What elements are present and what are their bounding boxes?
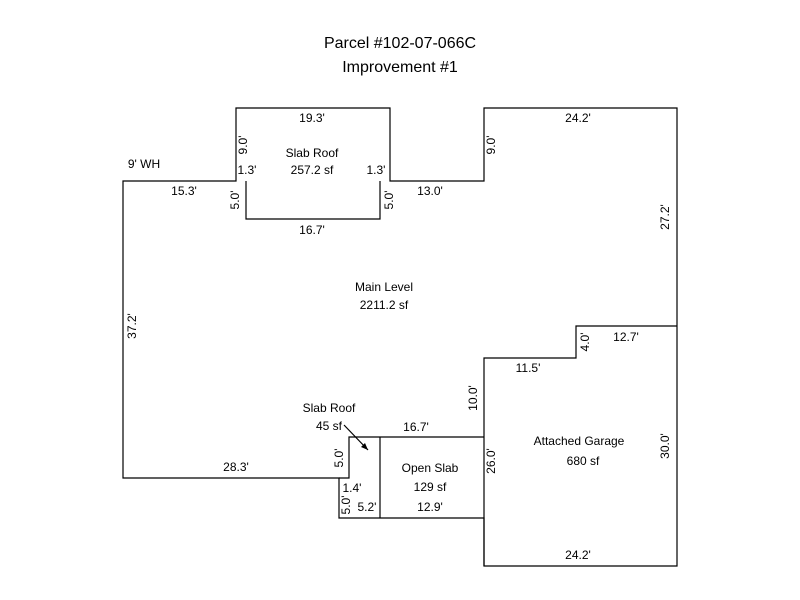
slab-roof-upper-boundary xyxy=(245,181,381,220)
dim-right-top: 24.2' xyxy=(565,111,591,125)
dim-slab-right-drop: 5.0' xyxy=(382,191,396,210)
slab-roof-lower-area: 45 sf xyxy=(316,419,343,433)
main-level-name: Main Level xyxy=(355,280,413,294)
dim-slab-left: 9.0' xyxy=(236,136,250,155)
dim-slab-bottom: 16.7' xyxy=(299,223,325,237)
garage-boundary xyxy=(483,325,677,566)
dim-small-slab-bottom: 5.2' xyxy=(358,500,377,514)
dim-garage-left-upper: 10.0' xyxy=(466,385,480,411)
dim-slab-left-drop: 5.0' xyxy=(228,191,242,210)
dim-garage-right: 30.0' xyxy=(658,433,672,459)
slab-roof-upper-name: Slab Roof xyxy=(286,146,339,160)
wall-height-note: 9' WH xyxy=(128,157,160,171)
dim-garage-left-lower: 26.0' xyxy=(484,448,498,474)
dim-small-slab-drop: 5.0' xyxy=(332,449,346,468)
slab-roof-upper-area: 257.2 sf xyxy=(291,163,334,177)
dim-slab-left-step: 1.3' xyxy=(238,163,257,177)
dim-open-bottom: 12.9' xyxy=(417,500,443,514)
dim-left-side: 37.2' xyxy=(125,313,139,339)
dim-small-step: 1.4' xyxy=(343,481,362,495)
dim-garage-step-up: 4.0' xyxy=(578,333,592,352)
dim-slab-right-step: 1.3' xyxy=(367,163,386,177)
dim-right-up: 9.0' xyxy=(484,136,498,155)
dim-small-slab-side: 5.0' xyxy=(339,496,353,515)
main-level-area: 2211.2 sf xyxy=(360,298,409,312)
open-slab-area: 129 sf xyxy=(414,480,447,494)
dim-garage-notch: 11.5' xyxy=(516,361,541,375)
small-slab-boundary xyxy=(339,436,484,479)
page-title: Parcel #102-07-066C xyxy=(323,35,477,52)
dim-right-side: 27.2' xyxy=(658,204,672,230)
floor-plan-outline xyxy=(122,107,678,567)
dim-garage-bottom: 24.2' xyxy=(565,548,591,562)
garage-name: Attached Garage xyxy=(534,434,625,448)
slab-roof-lower-name: Slab Roof xyxy=(303,401,356,415)
dim-main-top-left: 15.3' xyxy=(171,184,197,198)
page-subtitle: Improvement #1 xyxy=(342,59,458,76)
dim-slab-top: 19.3' xyxy=(299,111,325,125)
open-slab-name: Open Slab xyxy=(402,461,459,475)
dim-open-top: 16.7' xyxy=(403,420,429,434)
dim-main-top-mid: 13.0' xyxy=(417,184,443,198)
garage-area: 680 sf xyxy=(567,454,600,468)
dim-main-bottom: 28.3' xyxy=(223,460,249,474)
dim-garage-step-top: 12.7' xyxy=(613,330,639,344)
pointer-arrowhead xyxy=(361,443,368,450)
